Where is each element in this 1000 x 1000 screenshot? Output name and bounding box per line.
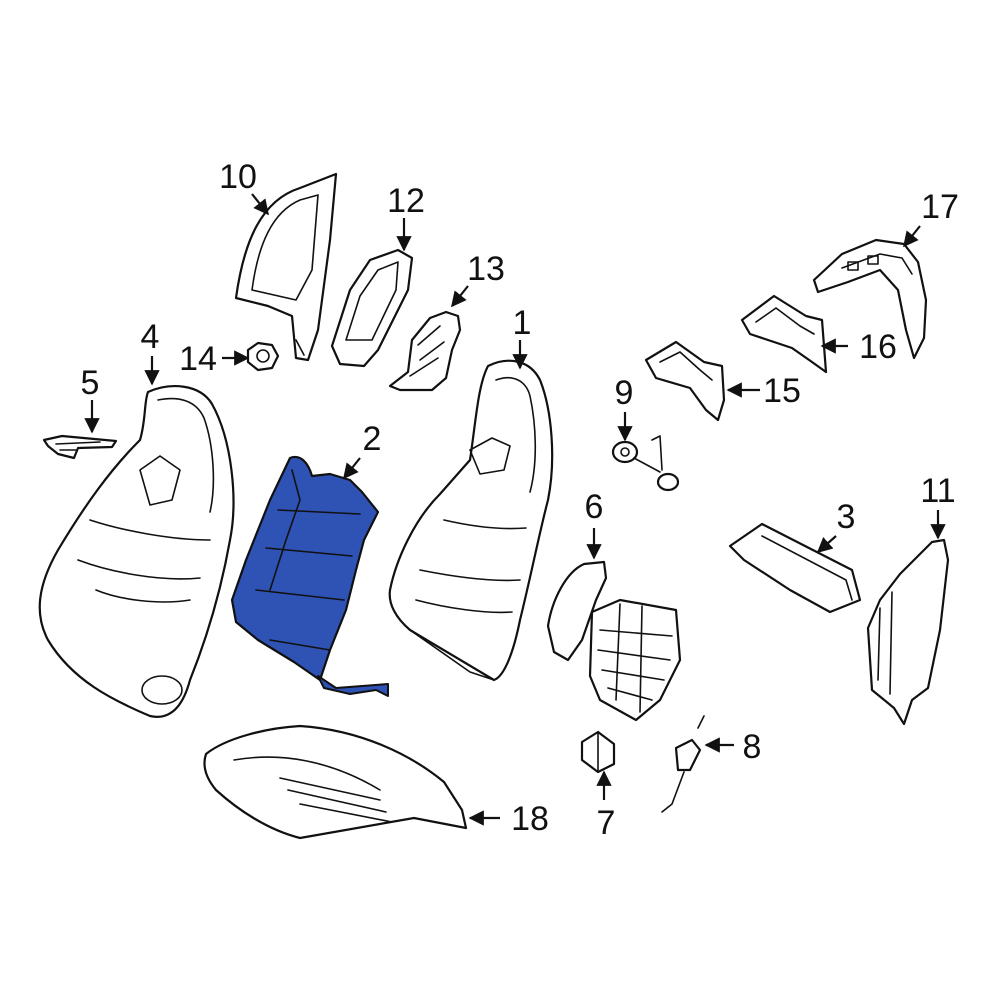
part-13-bracket[interactable]: [388, 310, 462, 392]
part-18-seat-cushion-cover[interactable]: [203, 724, 468, 840]
callout-17: 17: [921, 188, 959, 226]
callout-4: 4: [141, 318, 160, 356]
callout-3: 3: [837, 498, 856, 536]
part-17-side-shield[interactable]: [812, 238, 928, 360]
callout-2: 2: [363, 420, 382, 458]
part-5-clip[interactable]: [42, 434, 118, 460]
callout-12: 12: [387, 182, 425, 220]
part-16-bracket[interactable]: [740, 294, 828, 374]
leader-13: [451, 285, 469, 308]
part-12-cover[interactable]: [330, 248, 414, 368]
leader-3: [816, 535, 837, 554]
part-11-outer-shield[interactable]: [866, 538, 950, 726]
part-7-switch[interactable]: [580, 730, 616, 774]
leader-10: [251, 193, 269, 216]
part-10-side-panel[interactable]: [234, 172, 338, 362]
callout-9: 9: [615, 374, 634, 412]
callout-14: 14: [179, 340, 217, 378]
part-1-seat-back-assembly[interactable]: [388, 359, 554, 682]
callout-5: 5: [81, 364, 100, 402]
leader-17: [903, 225, 921, 248]
callout-18: 18: [511, 800, 549, 838]
callout-10: 10: [219, 158, 257, 196]
part-4-seat-back-cover[interactable]: [38, 385, 235, 718]
callout-1: 1: [513, 304, 532, 342]
callout-6: 6: [585, 488, 604, 526]
part-14-nut[interactable]: [246, 341, 280, 372]
callout-7: 7: [597, 804, 616, 842]
callout-13: 13: [467, 250, 505, 288]
part-8-sensor[interactable]: [661, 715, 705, 813]
part-3-side-trim[interactable]: [728, 522, 862, 614]
part-9-grommet[interactable]: [611, 435, 680, 492]
callout-15: 15: [763, 372, 801, 410]
callout-11: 11: [920, 472, 955, 510]
part-15-bracket[interactable]: [644, 340, 726, 422]
leader-2: [343, 457, 361, 480]
callout-8: 8: [743, 728, 762, 766]
callout-16: 16: [859, 328, 897, 366]
part-2-seat-back-frame[interactable]: [230, 455, 389, 697]
part-6-frame-assembly[interactable]: [546, 560, 682, 722]
